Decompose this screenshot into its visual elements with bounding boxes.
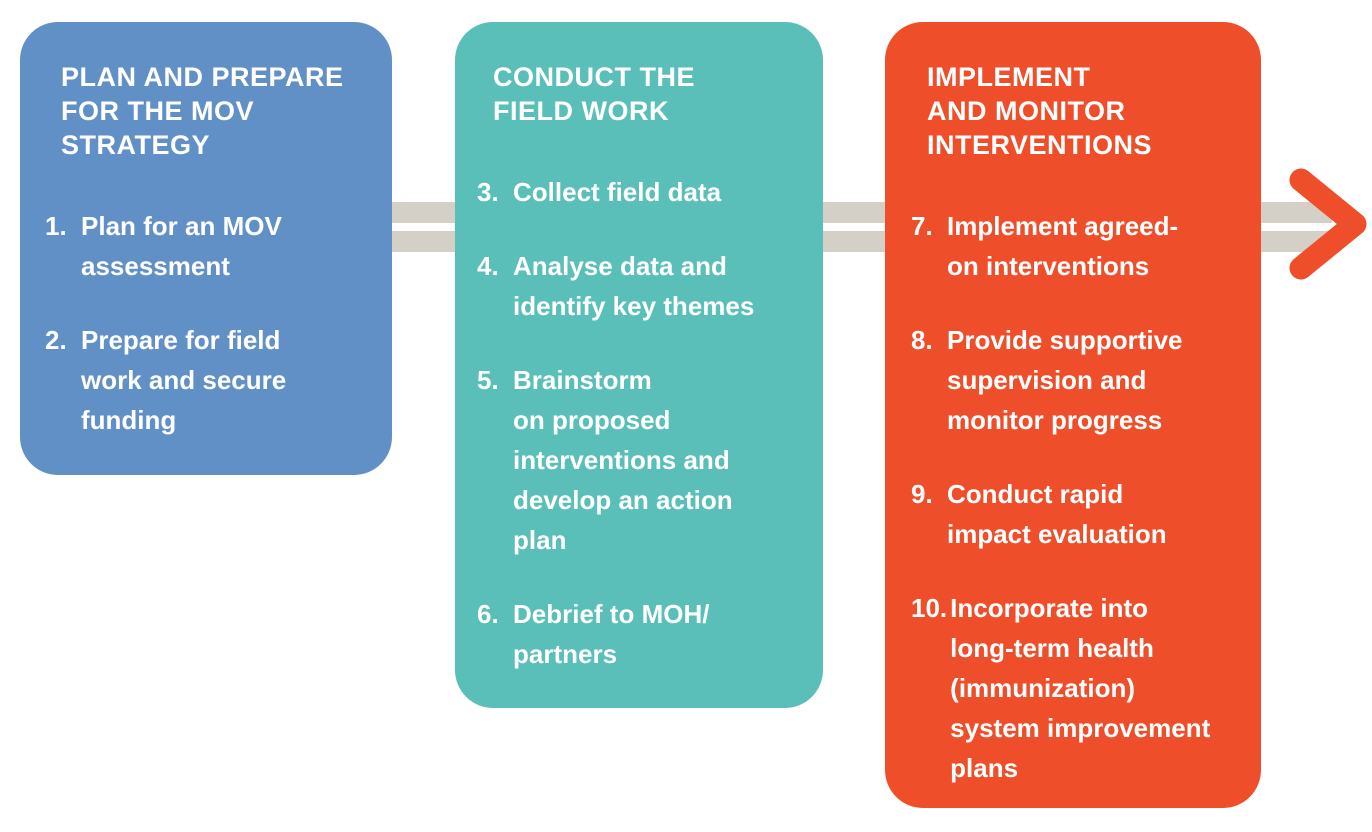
- connector-field-to-implement: [823, 202, 885, 252]
- panel-field-title: CONDUCT THE FIELD WORK: [493, 62, 695, 126]
- connector-bar: [823, 231, 885, 252]
- step-number: 7.: [911, 211, 933, 241]
- step-text: Incorporate into long-term health (immun…: [950, 593, 1211, 783]
- step-text: Provide supportive supervision and monit…: [947, 325, 1183, 435]
- connector-bar: [1261, 202, 1332, 223]
- forward-arrow-chevron: [1289, 168, 1367, 280]
- step-text: Conduct rapid impact evaluation: [947, 479, 1167, 549]
- step-text: Prepare for field work and secure fundin…: [81, 325, 287, 435]
- panel-conduct-field-work: CONDUCT THE FIELD WORK 3. Collect field …: [455, 22, 823, 708]
- step-2: 2. Prepare for field work and secure fun…: [45, 320, 374, 440]
- step-number: 10.: [911, 593, 948, 623]
- step-text: Analyse data and identify key themes: [513, 251, 755, 321]
- panel-plan-title: PLAN AND PREPARE FOR THE MOV STRATEGY: [61, 62, 344, 160]
- step-1: 1. Plan for an MOV assessment: [45, 206, 374, 286]
- step-number: 3.: [477, 177, 499, 207]
- step-7: 7. Implement agreed- on interventions: [911, 206, 1249, 286]
- step-text: Debrief to MOH/ partners: [513, 599, 710, 669]
- panel-plan-and-prepare: PLAN AND PREPARE FOR THE MOV STRATEGY 1.…: [20, 22, 392, 475]
- step-3: 3. Collect field data: [477, 172, 809, 212]
- connector-bar: [823, 202, 885, 223]
- step-number: 5.: [477, 365, 499, 395]
- step-9: 9. Conduct rapid impact evaluation: [911, 474, 1249, 554]
- step-number: 6.: [477, 599, 499, 629]
- step-8: 8. Provide supportive supervision and mo…: [911, 320, 1249, 440]
- step-5: 5. Brainstorm on proposed interventions …: [477, 360, 809, 560]
- step-number: 8.: [911, 325, 933, 355]
- forward-arrow-icon: [1289, 168, 1367, 280]
- panel-implement-and-monitor: IMPLEMENT AND MONITOR INTERVENTIONS 7. I…: [885, 22, 1261, 808]
- connector-plan-to-field: [392, 202, 455, 252]
- connector-bar: [392, 202, 455, 223]
- step-text: Brainstorm on proposed interventions and…: [513, 365, 733, 555]
- step-text: Implement agreed- on interventions: [947, 211, 1179, 281]
- step-number: 2.: [45, 325, 67, 355]
- step-4: 4. Analyse data and identify key themes: [477, 246, 809, 326]
- step-text: Collect field data: [513, 177, 722, 207]
- step-6: 6. Debrief to MOH/ partners: [477, 594, 809, 674]
- step-10: 10. Incorporate into long-term health (i…: [911, 588, 1249, 788]
- panel-implement-title: IMPLEMENT AND MONITOR INTERVENTIONS: [927, 62, 1153, 160]
- connector-bar: [392, 231, 455, 252]
- step-number: 9.: [911, 479, 933, 509]
- step-number: 4.: [477, 251, 499, 281]
- step-number: 1.: [45, 211, 67, 241]
- step-text: Plan for an MOV assessment: [81, 211, 282, 281]
